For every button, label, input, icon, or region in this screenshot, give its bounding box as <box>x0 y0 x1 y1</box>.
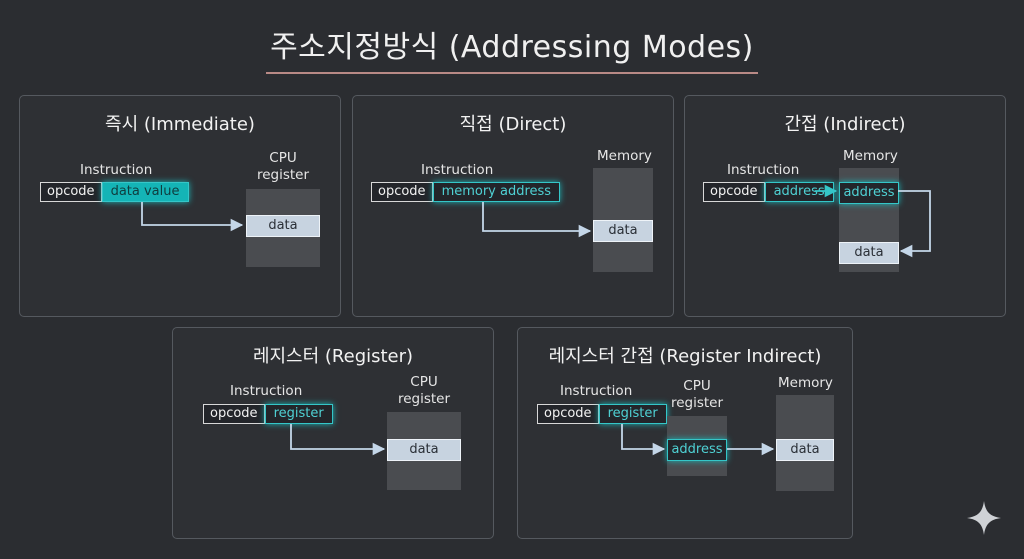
data-cell: data <box>839 242 899 264</box>
operand-field: data value <box>101 182 189 202</box>
instruction-box: opcode register <box>537 404 667 424</box>
instruction-label: Instruction <box>80 162 153 178</box>
pointer-cell: address <box>839 182 899 204</box>
panel-register-indirect: 레지스터 간접 (Register Indirect) Instruction … <box>517 327 853 539</box>
opcode-field: opcode <box>704 183 765 201</box>
operand-field: register <box>264 404 333 424</box>
cpu-register-label: CPU register <box>397 374 451 407</box>
panel-title: 레지스터 (Register) <box>252 346 414 367</box>
panel-register: 레지스터 (Register) Instruction opcode regis… <box>172 327 494 539</box>
cpu-register-label: CPU register <box>670 378 724 411</box>
instruction-label: Instruction <box>727 162 800 178</box>
address-cell: address <box>667 439 727 461</box>
sparkle-icon <box>967 501 1001 535</box>
instruction-label: Instruction <box>560 383 633 399</box>
panel-indirect: 간접 (Indirect) Instruction opcode address… <box>684 95 1006 317</box>
arrow-register-indirect-1 <box>621 424 666 456</box>
panel-immediate: 즉시 (Immediate) Instruction opcode data v… <box>19 95 341 317</box>
arrow-register <box>290 424 386 456</box>
data-cell: data <box>776 439 834 461</box>
instruction-label: Instruction <box>230 383 303 399</box>
instruction-box: opcode register <box>203 404 333 424</box>
opcode-field: opcode <box>204 405 265 423</box>
instruction-box: opcode memory address <box>371 182 561 202</box>
panel-direct: 직접 (Direct) Instruction opcode memory ad… <box>352 95 674 317</box>
arrow-immediate <box>141 202 244 232</box>
data-cell: data <box>387 439 461 461</box>
data-cell: data <box>593 220 653 242</box>
panel-title: 레지스터 간접 (Register Indirect) <box>548 346 822 367</box>
operand-field: register <box>598 404 667 424</box>
arrow-direct <box>482 202 592 238</box>
page-title: 주소지정방식 (Addressing Modes) <box>266 22 758 74</box>
panel-title: 즉시 (Immediate) <box>105 114 255 135</box>
panel-title: 간접 (Indirect) <box>784 114 906 135</box>
data-cell: data <box>246 215 320 237</box>
opcode-field: opcode <box>372 183 433 201</box>
instruction-label: Instruction <box>421 162 494 178</box>
instruction-box: opcode address <box>703 182 834 202</box>
memory-label: Memory <box>778 375 833 391</box>
opcode-field: opcode <box>41 183 102 201</box>
operand-field: memory address <box>432 182 561 202</box>
panel-title: 직접 (Direct) <box>459 114 567 135</box>
instruction-box: opcode data value <box>40 182 189 202</box>
cpu-register-label: CPU register <box>256 150 310 183</box>
opcode-field: opcode <box>538 405 599 423</box>
memory-label: Memory <box>843 148 898 164</box>
memory-label: Memory <box>597 148 652 164</box>
arrow-indirect-pointer <box>898 190 931 258</box>
